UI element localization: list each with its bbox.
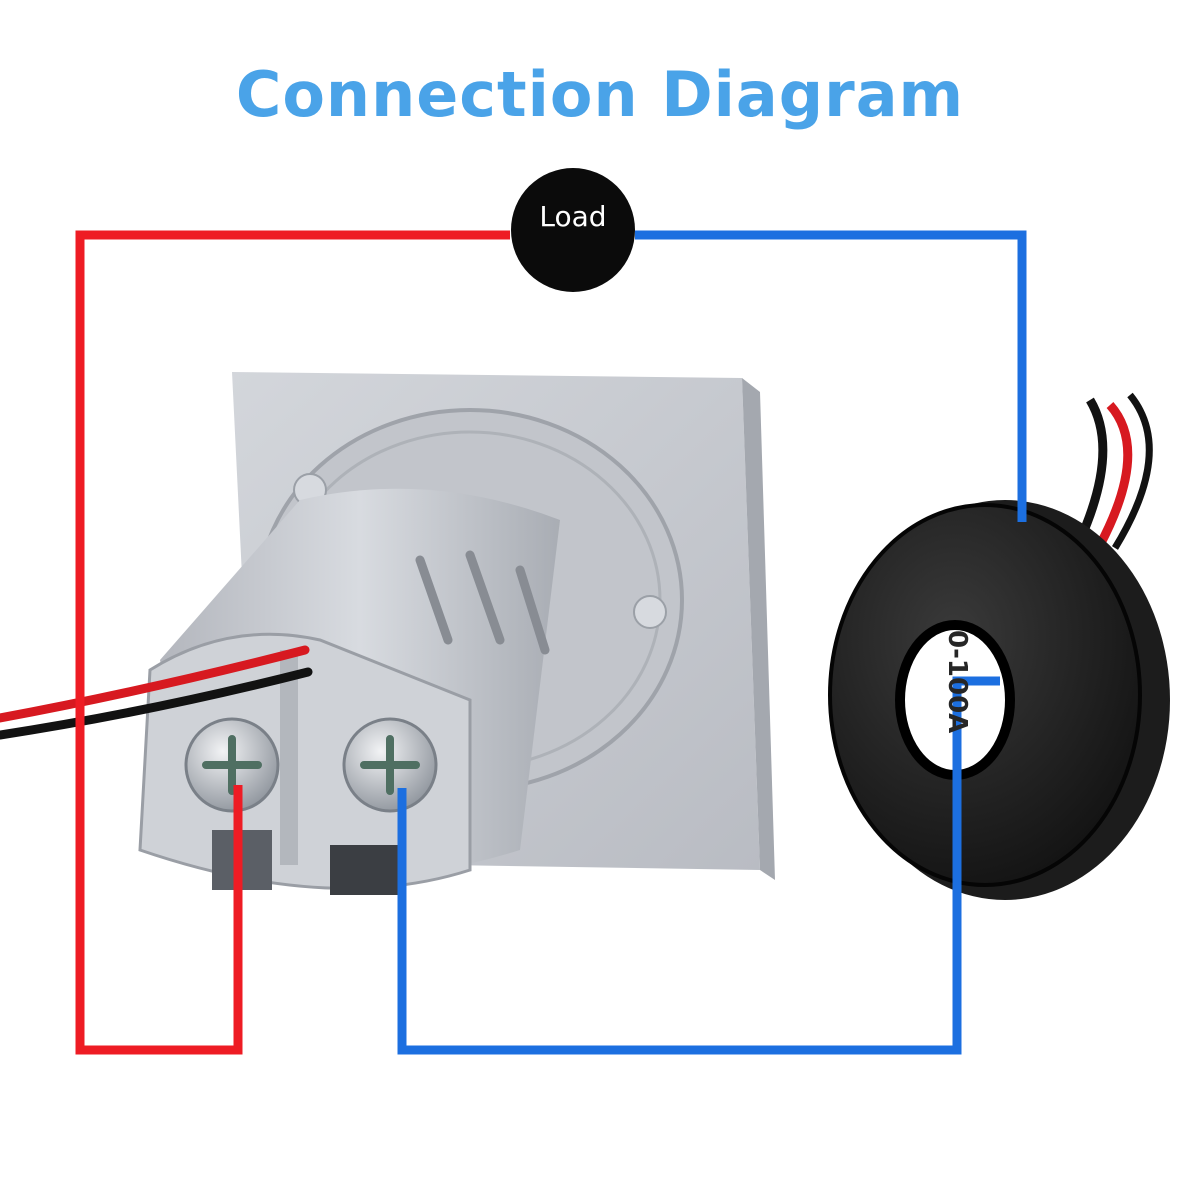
screw-terminal-right bbox=[342, 717, 438, 813]
screw-terminal-left bbox=[184, 717, 280, 813]
load-icon bbox=[511, 168, 635, 292]
ct-rating-marking: 0-100A bbox=[942, 630, 972, 734]
meter-lead-wires bbox=[0, 645, 313, 740]
neutral-wire-path bbox=[397, 230, 1027, 1055]
current-transformer-coil-icon bbox=[828, 392, 1170, 900]
live-wire-path bbox=[75, 230, 510, 1055]
load-label: Load bbox=[539, 200, 607, 233]
diagram-title: Connection Diagram bbox=[235, 58, 965, 131]
